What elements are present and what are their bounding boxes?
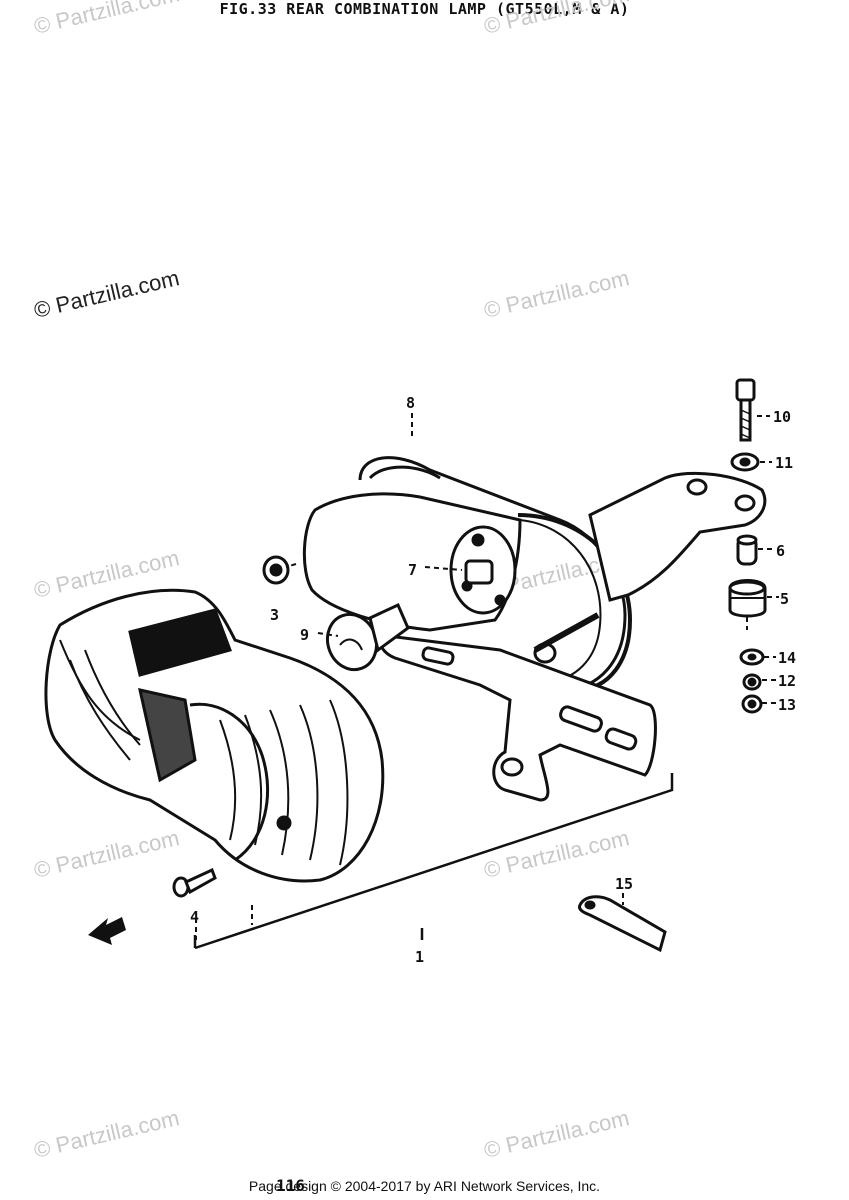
watermark: © Partzilla.com	[32, 1105, 182, 1163]
callout-11: 11	[775, 454, 793, 472]
callout-7: 7	[408, 561, 417, 579]
callout-10: 10	[773, 408, 791, 426]
watermark: © Partzilla.com	[32, 825, 182, 883]
footer-copyright: Page design © 2004-2017 by ARI Network S…	[248, 1178, 601, 1194]
callout-12: 12	[778, 672, 796, 690]
watermark: © Partzilla.com	[482, 825, 632, 883]
callout-8: 8	[406, 394, 415, 412]
callout-1: 1	[415, 948, 424, 966]
watermark: © Partzilla.com	[482, 265, 632, 323]
callout-5: 5	[780, 590, 789, 608]
callout-13: 13	[778, 696, 796, 714]
callout-9: 9	[300, 626, 309, 644]
socket-plate	[302, 492, 522, 632]
callout-6: 6	[776, 542, 785, 560]
page-number: 116	[276, 1176, 305, 1195]
callout-15: 15	[615, 875, 633, 893]
watermark: © Partzilla.com	[32, 265, 182, 323]
reflector-strip	[578, 895, 667, 953]
front-arrow-icon	[88, 917, 126, 945]
page-title: FIG.33 REAR COMBINATION LAMP (GT550L,M &…	[219, 0, 630, 18]
callouts: 1 3 4 5 6 7 8 9 10 11 12 13 14 15	[190, 394, 796, 966]
callout-4: 4	[190, 908, 199, 926]
callout-14: 14	[778, 649, 796, 667]
bolt	[735, 378, 756, 442]
washer-nut-stack	[739, 648, 765, 714]
washer	[730, 452, 760, 472]
watermark: © Partzilla.com	[32, 0, 182, 39]
spacer	[736, 534, 758, 566]
nut	[262, 555, 290, 585]
screw	[172, 867, 217, 898]
mounting-bracket	[377, 471, 767, 802]
watermark: © Partzilla.com	[482, 0, 632, 39]
lamp-lens	[44, 588, 385, 883]
callout-3: 3	[270, 606, 279, 624]
bulb	[325, 602, 410, 672]
cushion	[728, 579, 767, 618]
leader-lines	[195, 413, 779, 940]
watermark: © Partzilla.com	[482, 1105, 632, 1163]
